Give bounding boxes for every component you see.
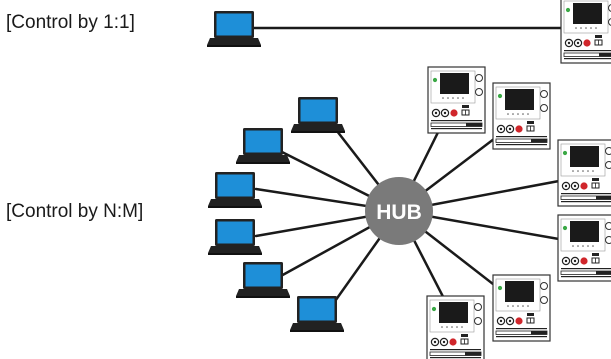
controller-device-icon bbox=[426, 295, 485, 359]
controller-device-icon bbox=[492, 82, 551, 150]
laptop-icon bbox=[208, 219, 262, 255]
controller-device-icon bbox=[560, 0, 611, 64]
laptop-icon bbox=[236, 128, 290, 164]
laptop-icon bbox=[290, 296, 344, 332]
label-control-1-to-1: [Control by 1:1] bbox=[6, 12, 135, 33]
controller-device-icon bbox=[492, 274, 551, 342]
hub-icon: HUB bbox=[365, 177, 433, 245]
n-to-m-group: HUB bbox=[208, 66, 611, 359]
hub-label: HUB bbox=[376, 201, 422, 224]
controller-device-icon bbox=[427, 66, 486, 134]
controller-device-icon bbox=[557, 139, 611, 207]
laptop-icon bbox=[236, 262, 290, 298]
laptop-icon bbox=[207, 11, 261, 47]
controller-device-icon bbox=[557, 214, 611, 282]
laptop-icon bbox=[291, 97, 345, 133]
laptop-icon bbox=[208, 172, 262, 208]
label-control-n-to-m: [Control by N:M] bbox=[6, 201, 144, 222]
one-to-one-group bbox=[207, 0, 611, 64]
